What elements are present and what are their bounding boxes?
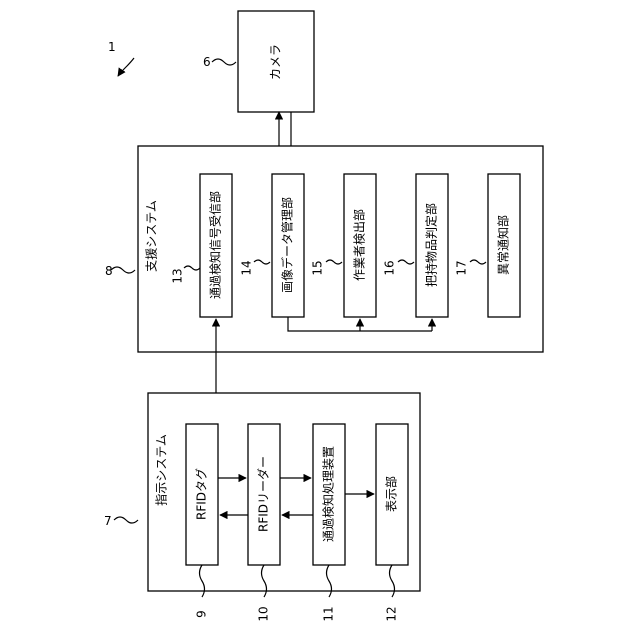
unit-passage-detector-ref: 11	[322, 606, 336, 621]
unit-rfid-tag-label: RFIDタグ	[195, 468, 209, 520]
unit-rfid-tag: RFIDタグ	[186, 424, 218, 565]
unit-held-item-judge-label: 把持物品判定部	[424, 203, 439, 287]
unit-worker-detector-ref: 15	[311, 260, 325, 275]
unit-rfid-reader-ref: 10	[257, 606, 271, 621]
unit-anomaly-notifier-ref: 17	[455, 260, 469, 275]
unit-anomaly-notifier: 異常通知部	[488, 174, 520, 317]
unit-rfid-reader-label: RFIDリーダー	[256, 456, 271, 532]
unit-held-item-judge: 把持物品判定部	[416, 174, 448, 317]
unit-image-data-manager-label: 画像データ管理部	[280, 197, 295, 293]
system-ref-leader	[118, 58, 134, 76]
unit-signal-receiver-ref: 13	[171, 268, 185, 283]
camera-ref: 6	[203, 55, 211, 69]
unit-passage-detector-label: 通過検知処理装置	[322, 446, 336, 542]
support-system-ref-leader	[111, 267, 135, 273]
unit-display-label: 表示部	[384, 476, 399, 512]
unit-image-data-manager: 画像データ管理部	[272, 174, 304, 317]
unit-worker-detector: 作業者検出部	[344, 174, 376, 317]
camera-ref-leader	[212, 59, 236, 65]
unit-worker-detector-label: 作業者検出部	[352, 209, 367, 281]
camera-label: カメラ	[269, 44, 283, 80]
instruction-system-title: 指示システム	[154, 434, 169, 506]
unit-signal-receiver-label: 通過検知信号受信部	[208, 191, 223, 299]
unit-anomaly-notifier-label: 異常通知部	[496, 215, 511, 275]
unit-passage-detector: 通過検知処理装置	[313, 424, 345, 565]
support-system-ref: 8	[105, 264, 113, 278]
unit-display: 表示部	[376, 424, 408, 565]
unit-display-ref: 12	[385, 606, 399, 621]
unit-image-data-manager-ref: 14	[240, 260, 254, 275]
unit-held-item-judge-ref: 16	[383, 260, 397, 275]
instruction-system-ref: 7	[104, 514, 112, 528]
support-system-title: 支援システム	[145, 200, 159, 272]
instruction-system-ref-leader	[114, 517, 138, 523]
unit-rfid-tag-ref: 9	[195, 610, 209, 618]
system-ref-label: 1	[108, 40, 116, 54]
support-system-box	[138, 146, 543, 352]
unit-rfid-reader: RFIDリーダー	[248, 424, 280, 565]
unit-signal-receiver: 通過検知信号受信部	[200, 174, 232, 317]
